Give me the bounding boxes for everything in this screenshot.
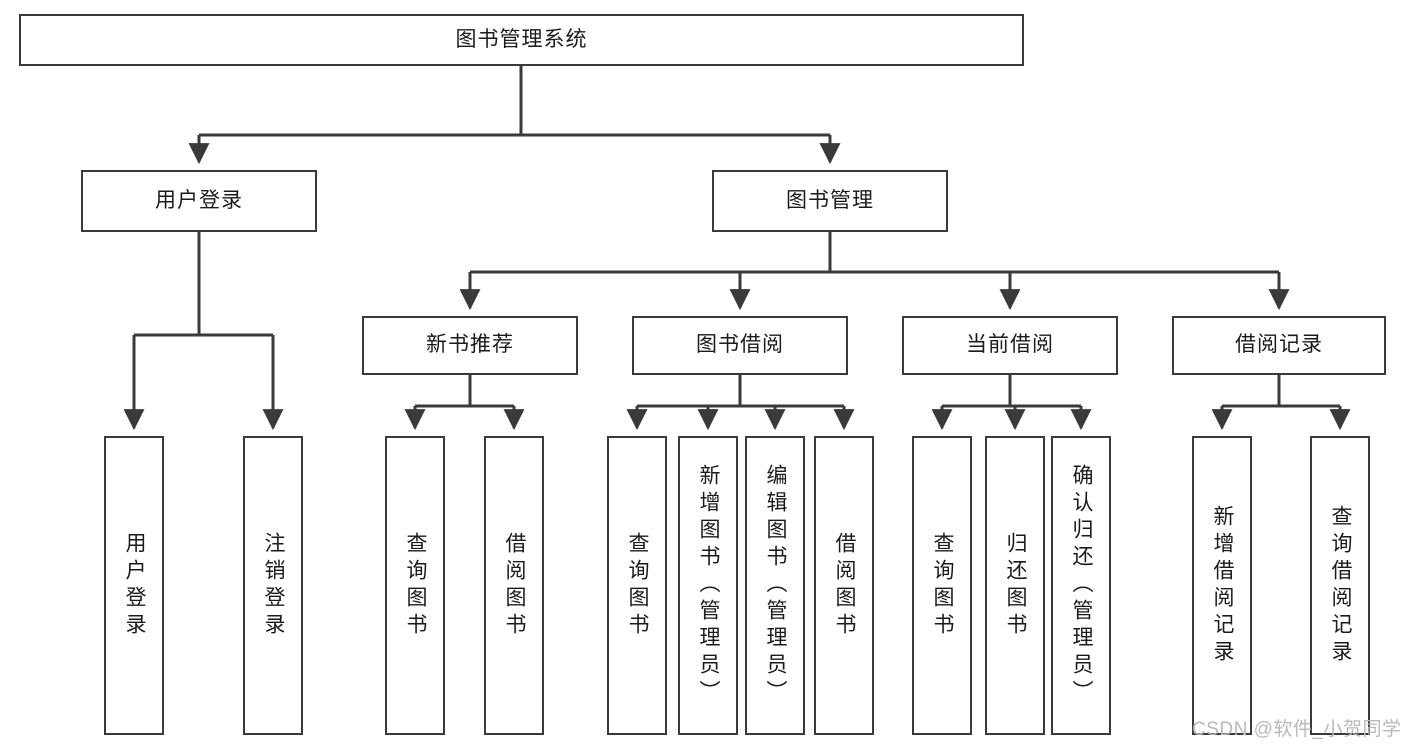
leaf-borrow-book-recommend[interactable]: 借阅图书 [484, 436, 544, 735]
leaf-query-book-current[interactable]: 查询图书 [912, 436, 972, 735]
leaf-borrow-book-label: 借阅图书 [833, 531, 857, 640]
leaf-query-book-borrow[interactable]: 查询图书 [607, 436, 667, 735]
leaf-add-book-admin[interactable]: 新增图书（管理员） [678, 436, 738, 735]
node-user-login-label: 用户登录 [155, 188, 243, 212]
node-current-borrow-label: 当前借阅 [966, 333, 1054, 357]
csdn-watermark: CSDN @软件_小贺同学 [1192, 719, 1402, 740]
leaf-user-login-label: 用户登录 [123, 531, 147, 640]
node-root-label: 图书管理系统 [455, 27, 588, 51]
leaf-add-book-admin-label: 新增图书（管理员） [697, 464, 721, 707]
node-current-borrow[interactable]: 当前借阅 [902, 316, 1118, 375]
node-new-book-recommend[interactable]: 新书推荐 [362, 316, 578, 375]
leaf-query-book-recommend[interactable]: 查询图书 [385, 436, 445, 735]
leaf-edit-book-admin-label: 编辑图书（管理员） [764, 464, 788, 707]
leaf-return-book[interactable]: 归还图书 [985, 436, 1045, 735]
leaf-borrow-book[interactable]: 借阅图书 [814, 436, 874, 735]
node-book-borrow-label: 图书借阅 [696, 333, 784, 357]
leaf-edit-book-admin[interactable]: 编辑图书（管理员） [745, 436, 805, 735]
leaf-confirm-return-admin[interactable]: 确认归还（管理员） [1051, 436, 1111, 735]
node-borrow-record-label: 借阅记录 [1235, 333, 1323, 357]
leaf-query-borrow-record[interactable]: 查询借阅记录 [1310, 436, 1370, 735]
leaf-query-book-borrow-label: 查询图书 [626, 531, 650, 640]
node-book-borrow[interactable]: 图书借阅 [632, 316, 848, 375]
leaf-user-login[interactable]: 用户登录 [104, 436, 164, 735]
leaf-add-borrow-record-label: 新增借阅记录 [1211, 504, 1235, 667]
leaf-query-book-recommend-label: 查询图书 [404, 531, 428, 640]
leaf-user-logout[interactable]: 注销登录 [243, 436, 303, 735]
leaf-query-book-current-label: 查询图书 [931, 531, 955, 640]
leaf-return-book-label: 归还图书 [1004, 531, 1028, 640]
leaf-borrow-book-recommend-label: 借阅图书 [503, 531, 527, 640]
node-new-book-recommend-label: 新书推荐 [426, 333, 514, 357]
node-user-login[interactable]: 用户登录 [81, 170, 317, 232]
leaf-user-logout-label: 注销登录 [262, 531, 286, 640]
node-root[interactable]: 图书管理系统 [19, 14, 1024, 66]
leaf-add-borrow-record[interactable]: 新增借阅记录 [1192, 436, 1252, 735]
node-book-management-label: 图书管理 [786, 188, 874, 212]
node-book-management[interactable]: 图书管理 [712, 170, 948, 232]
leaf-confirm-return-admin-label: 确认归还（管理员） [1070, 464, 1094, 707]
node-borrow-record[interactable]: 借阅记录 [1172, 316, 1386, 375]
leaf-query-borrow-record-label: 查询借阅记录 [1329, 504, 1353, 667]
